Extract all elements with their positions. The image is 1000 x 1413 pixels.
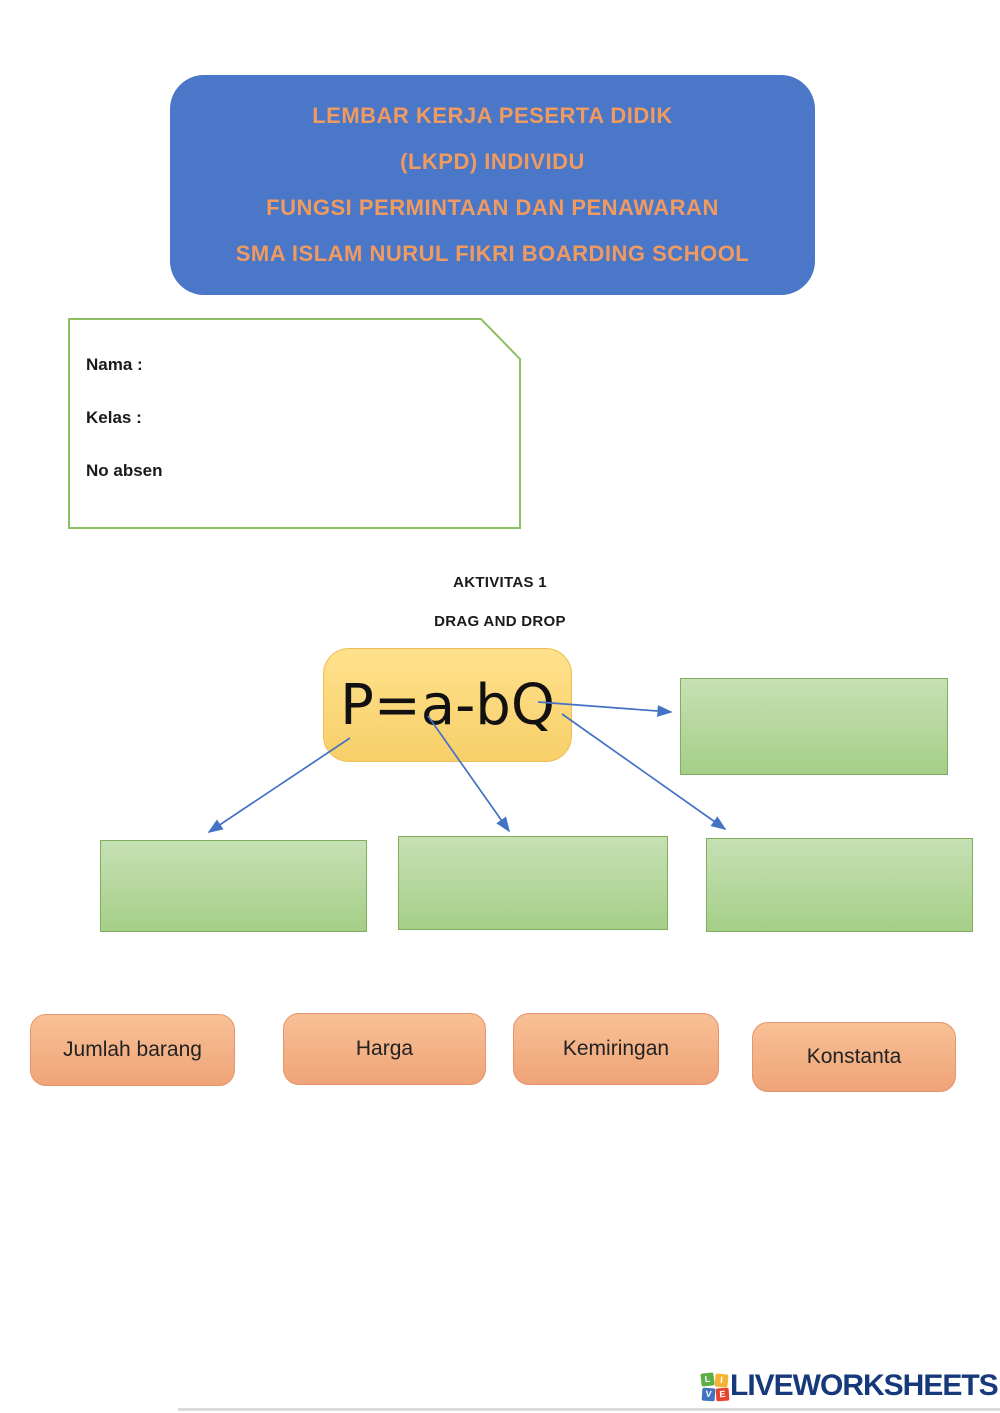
logo-tile-v: V (701, 1387, 716, 1401)
logo-tile-i: I (714, 1372, 729, 1388)
header-line-4: SMA ISLAM NURUL FIKRI BOARDING SCHOOL (235, 241, 750, 266)
header-line-1: LEMBAR KERJA PESERTA DIDIK (312, 103, 673, 128)
drag-item-label: Kemiringan (562, 1037, 670, 1060)
drop-zone-quantity[interactable] (398, 836, 668, 930)
drag-item-label: Konstanta (806, 1045, 902, 1068)
liveworksheets-logo[interactable]: L I V E LIVEWORKSHEETS (700, 1369, 999, 1403)
student-info-box: Nama : Kelas : No absen (68, 318, 522, 530)
logo-tile-e: E (715, 1387, 730, 1401)
liveworksheets-wordmark: LIVEWORKSHEETS (730, 1369, 999, 1402)
attendance-number-label: No absen (86, 461, 163, 480)
drag-item-jumlah-barang[interactable]: Jumlah barang (30, 1014, 235, 1086)
liveworksheets-icon: L I V E (700, 1370, 730, 1403)
worksheet-header: LEMBAR KERJA PESERTA DIDIK (LKPD) INDIVI… (170, 75, 815, 295)
drag-item-label: Jumlah barang (63, 1038, 202, 1061)
name-field-label: Nama : (86, 355, 143, 374)
bottom-cutoff-sliver (178, 1408, 1000, 1411)
student-info-box-outline (68, 318, 521, 529)
activity-title: AKTIVITAS 1 (453, 574, 547, 591)
drag-item-kemiringan[interactable]: Kemiringan (513, 1013, 719, 1085)
drop-zone-slope[interactable] (706, 838, 973, 932)
formula-text: P=a-bQ (340, 672, 555, 738)
drop-zone-price[interactable] (100, 840, 367, 932)
logo-tile-l: L (700, 1371, 715, 1387)
activity-subtitle: DRAG AND DROP (434, 613, 566, 630)
header-line-2: (LKPD) INDIVIDU (400, 149, 585, 174)
formula-box: P=a-bQ (323, 648, 572, 762)
class-field-label: Kelas : (86, 408, 142, 427)
drop-zone-constant[interactable] (680, 678, 948, 775)
drag-item-label: Harga (355, 1037, 414, 1060)
header-line-3: FUNGSI PERMINTAAN DAN PENAWARAN (266, 195, 719, 220)
drag-item-harga[interactable]: Harga (283, 1013, 486, 1085)
drag-item-konstanta[interactable]: Konstanta (752, 1022, 956, 1092)
